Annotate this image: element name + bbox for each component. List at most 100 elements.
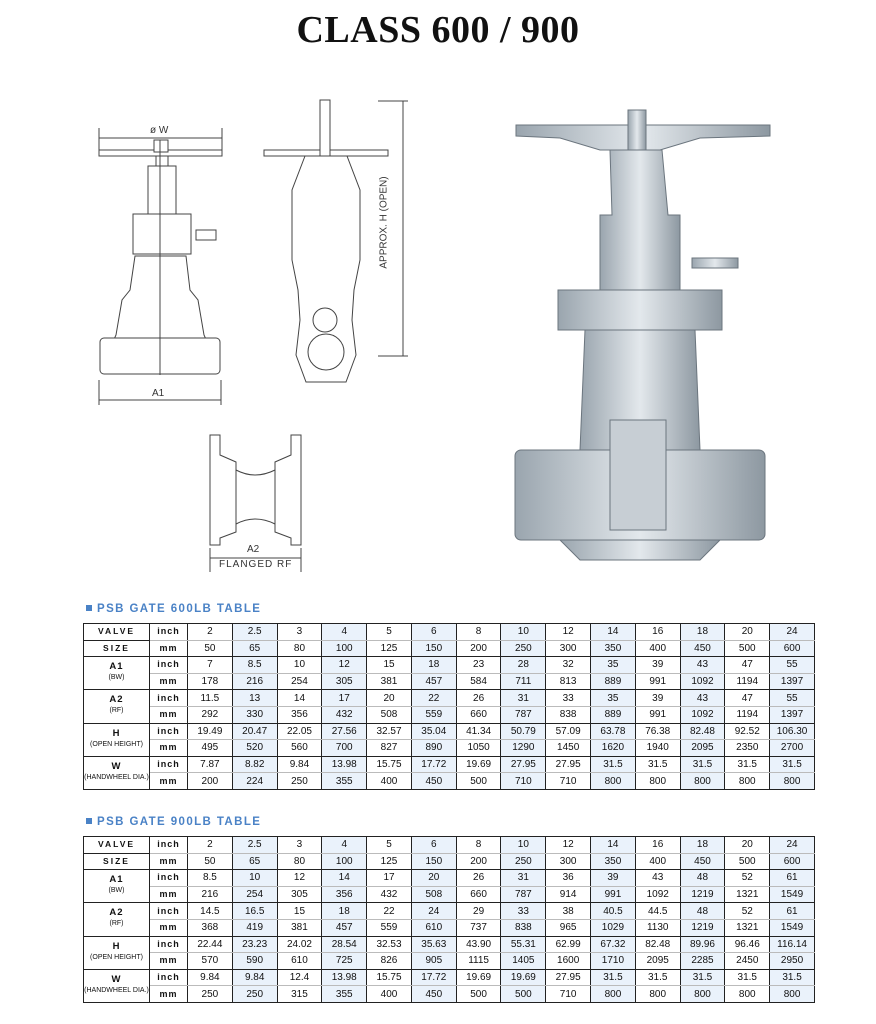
table-cell: 450 bbox=[410, 985, 457, 1003]
table-cell: 55 bbox=[769, 689, 815, 707]
table-cell: 18 bbox=[679, 836, 726, 854]
table-cell: 254 bbox=[231, 886, 278, 904]
table-cell: 2095 bbox=[634, 952, 681, 970]
table-cell: 33 bbox=[500, 902, 547, 920]
table-cell: 800 bbox=[769, 772, 815, 790]
table-cell: 1219 bbox=[679, 886, 726, 904]
table-cell: 26 bbox=[455, 689, 502, 707]
table-cell: 890 bbox=[410, 739, 457, 757]
table-cell: 419 bbox=[231, 919, 278, 937]
table-cell: 14 bbox=[590, 836, 636, 854]
table-cell: 50 bbox=[187, 853, 233, 871]
table-600-heading: PSB GATE 600LB TABLE bbox=[86, 603, 261, 615]
table-cell: 50 bbox=[187, 640, 233, 658]
table-cell: 914 bbox=[545, 886, 592, 904]
table-cell: 11.5 bbox=[187, 689, 233, 707]
table-cell: 15 bbox=[366, 656, 412, 674]
table-cell: 1940 bbox=[634, 739, 681, 757]
row-sublabel-text: (BW) bbox=[108, 674, 125, 682]
table-cell: 2.5 bbox=[231, 836, 278, 854]
table-cell: 3 bbox=[276, 623, 323, 641]
table-cell: 216 bbox=[187, 886, 233, 904]
table-cell: 31 bbox=[500, 869, 547, 887]
table-cell: 125 bbox=[366, 853, 412, 871]
table-cell: 48 bbox=[679, 902, 726, 920]
table-cell: 31.5 bbox=[679, 968, 726, 987]
table-cell: 2700 bbox=[769, 739, 815, 757]
table-cell: 39 bbox=[590, 869, 636, 887]
table-cell: 13.98 bbox=[321, 755, 368, 774]
table-cell: 92.52 bbox=[724, 722, 771, 741]
table-cell: 10 bbox=[500, 623, 547, 641]
table-cell: 400 bbox=[634, 640, 681, 658]
table-cell: 2450 bbox=[724, 952, 771, 970]
table-cell: 24 bbox=[769, 623, 815, 641]
table-cell: 16.5 bbox=[231, 902, 278, 920]
row-label: VALVE bbox=[83, 623, 150, 641]
table-cell: 991 bbox=[634, 673, 681, 691]
table-cell: 400 bbox=[366, 985, 412, 1003]
table-cell: 500 bbox=[724, 640, 771, 658]
table-cell: 116.14 bbox=[769, 935, 815, 954]
table-cell: 125 bbox=[366, 640, 412, 658]
table-cell: 610 bbox=[410, 919, 457, 937]
table-cell: 3 bbox=[276, 836, 323, 854]
table-cell: 355 bbox=[321, 772, 368, 790]
table-cell: 700 bbox=[321, 739, 368, 757]
table-cell: 1194 bbox=[724, 673, 771, 691]
table-cell: 500 bbox=[455, 985, 502, 1003]
square-bullet-icon bbox=[86, 818, 92, 824]
table-cell: 500 bbox=[455, 772, 502, 790]
table-cell: 800 bbox=[724, 772, 771, 790]
table-cell: 8.5 bbox=[231, 656, 278, 674]
table-cell: 2350 bbox=[724, 739, 771, 757]
table-cell: 19.69 bbox=[455, 755, 502, 774]
unit-cell: mm bbox=[149, 919, 188, 937]
table-cell: 48 bbox=[679, 869, 726, 887]
table-cell: 22 bbox=[366, 902, 412, 920]
table-cell: 52 bbox=[724, 902, 771, 920]
table-cell: 800 bbox=[634, 985, 681, 1003]
table-cell: 15.75 bbox=[366, 968, 412, 987]
table-cell: 2 bbox=[187, 836, 233, 854]
dim-a1-label: A1 bbox=[152, 388, 165, 399]
table-cell: 368 bbox=[187, 919, 233, 937]
table-cell: 38 bbox=[545, 902, 592, 920]
table-cell: 89.96 bbox=[679, 935, 726, 954]
table-cell: 12 bbox=[545, 836, 592, 854]
table-cell: 16 bbox=[634, 836, 681, 854]
cutaway-render bbox=[514, 109, 771, 561]
table-cell: 1397 bbox=[769, 673, 815, 691]
table-cell: 889 bbox=[590, 706, 636, 724]
table-cell: 315 bbox=[276, 985, 323, 1003]
table-cell: 432 bbox=[366, 886, 412, 904]
table-cell: 4 bbox=[321, 836, 368, 854]
table-cell: 2 bbox=[187, 623, 233, 641]
table-cell: 200 bbox=[455, 853, 502, 871]
row-label-2: SIZE bbox=[83, 852, 150, 871]
unit-cell: inch bbox=[149, 722, 188, 741]
table-cell: 200 bbox=[455, 640, 502, 658]
row-label: A1 bbox=[83, 869, 150, 887]
table-cell: 508 bbox=[366, 706, 412, 724]
unit-cell: mm bbox=[149, 673, 188, 691]
row-sublabel-text: (RF) bbox=[109, 707, 124, 715]
table-cell: 32 bbox=[545, 656, 592, 674]
table-cell: 65 bbox=[231, 853, 278, 871]
table-cell: 24 bbox=[769, 836, 815, 854]
table-cell: 14 bbox=[590, 623, 636, 641]
table-cell: 800 bbox=[769, 985, 815, 1003]
table-cell: 7 bbox=[187, 656, 233, 674]
table-cell: 31.5 bbox=[724, 755, 771, 774]
table-cell: 9.84 bbox=[187, 968, 233, 987]
row-sublabel-text: (RF) bbox=[109, 920, 124, 928]
